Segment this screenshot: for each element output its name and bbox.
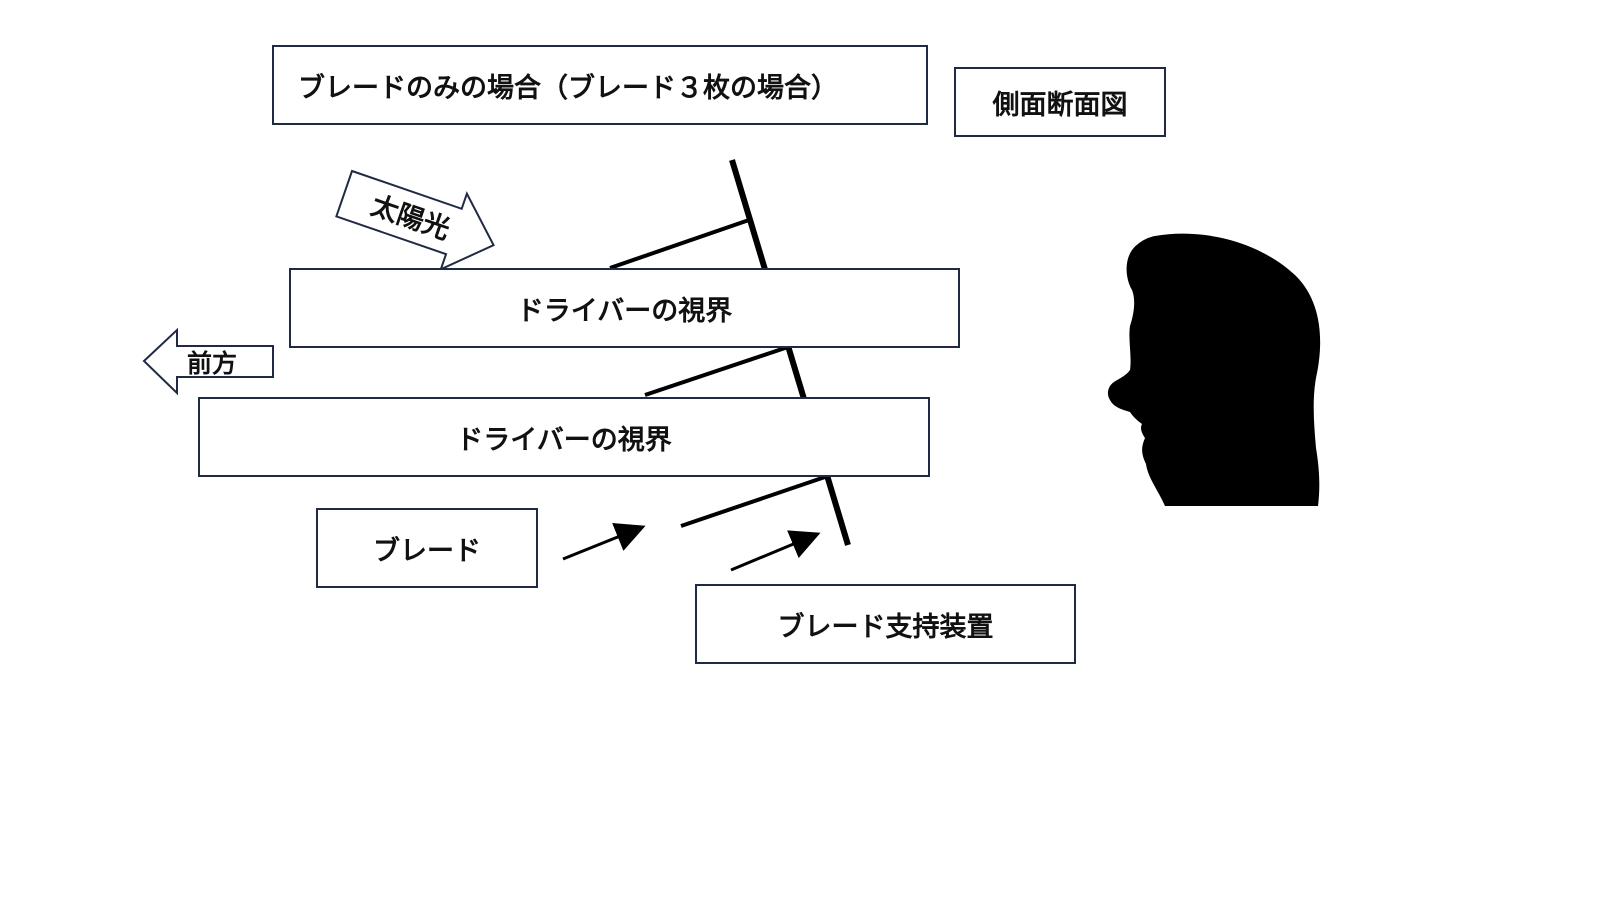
blade-support-bar	[729, 159, 851, 546]
title-box: ブレードのみの場合（ブレード３枚の場合）	[272, 45, 928, 125]
driver-head-silhouette-icon	[1107, 233, 1321, 506]
blade-label-box: ブレード	[316, 508, 538, 588]
view-label-box: 側面断面図	[954, 67, 1166, 137]
view-label: 側面断面図	[992, 89, 1128, 121]
blade-support-label: ブレード支持装置	[777, 611, 994, 643]
driver-field-of-view-box-2: ドライバーの視界	[198, 397, 930, 477]
blade-top	[609, 218, 750, 270]
blade-bottom	[680, 475, 826, 528]
forward-label: 前方	[187, 349, 237, 378]
blade-support-label-box: ブレード支持装置	[695, 584, 1076, 664]
support-pointer-arrow	[730, 530, 821, 572]
page-title: ブレードのみの場合（ブレード３枚の場合）	[298, 72, 838, 104]
driver-field-of-view-label-2: ドライバーの視界	[456, 424, 672, 456]
forward-arrow: 前方	[142, 327, 274, 396]
driver-field-of-view-label-1: ドライバーの視界	[516, 295, 733, 327]
blade-middle	[644, 345, 789, 397]
sunlight-arrow: 太陽光	[335, 169, 495, 272]
blade-pointer-arrow	[562, 523, 646, 561]
driver-field-of-view-box-1: ドライバーの視界	[289, 268, 960, 348]
blade-label: ブレード	[373, 535, 481, 567]
